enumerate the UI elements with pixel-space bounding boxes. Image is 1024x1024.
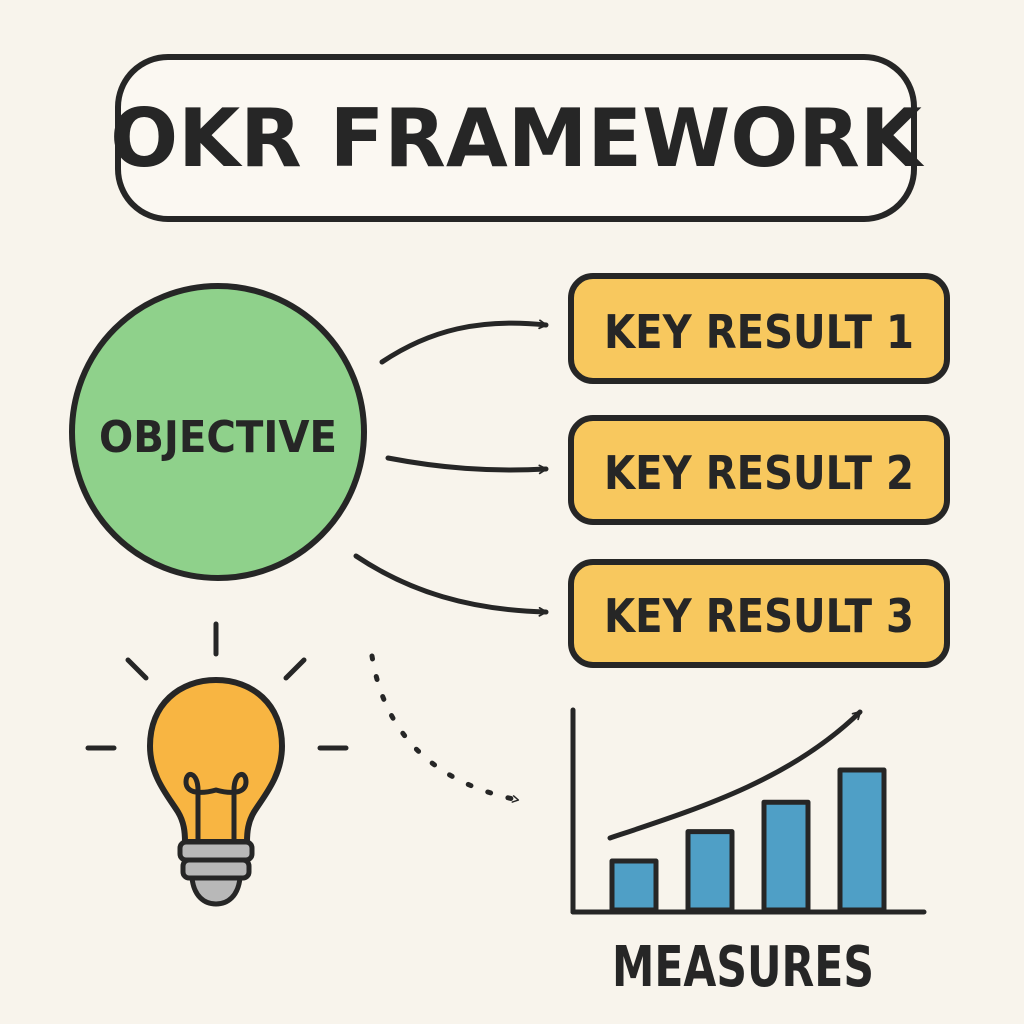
key-result-1-label: KEY RESULT 1 — [604, 305, 914, 359]
measure-bar-4 — [837, 767, 887, 913]
objective-node: OBJECTIVE — [69, 283, 367, 581]
measure-bar-3 — [761, 799, 811, 913]
objective-arrows — [353, 319, 549, 617]
arrow-to-key-result-2 — [385, 455, 549, 475]
objective-circle — [69, 283, 367, 581]
arrow-to-key-result-3 — [353, 553, 549, 617]
lightbulb-tip — [189, 875, 243, 907]
key-result-1: KEY RESULT 1 — [568, 273, 950, 384]
title-box: OKR FRAMEWORK — [110, 54, 925, 222]
bar-chart-icon — [570, 707, 927, 915]
objective-label: OBJECTIVE — [99, 412, 337, 463]
trend-arrow — [607, 709, 863, 841]
key-result-3-label: KEY RESULT 3 — [604, 589, 914, 643]
key-result-2-label: KEY RESULT 2 — [604, 446, 914, 500]
title-text: OKR FRAMEWORK — [110, 92, 925, 185]
measure-bar-1 — [609, 858, 659, 913]
measure-bar-2 — [685, 829, 735, 913]
lightbulb-glass — [147, 677, 285, 845]
arrow-to-key-result-1 — [379, 319, 549, 365]
dashed-arrow-to-measures — [369, 653, 521, 803]
measure-bars — [609, 767, 887, 913]
lightbulb-rays — [85, 621, 349, 751]
lightbulb-filament — [183, 772, 249, 843]
key-result-2: KEY RESULT 2 — [568, 415, 950, 525]
lightbulb-icon — [85, 621, 349, 907]
key-result-3: KEY RESULT 3 — [568, 559, 950, 668]
measures-label: MEASURES — [612, 935, 874, 1000]
lightbulb-base-1 — [177, 839, 255, 863]
lightbulb-base-2 — [180, 857, 252, 881]
